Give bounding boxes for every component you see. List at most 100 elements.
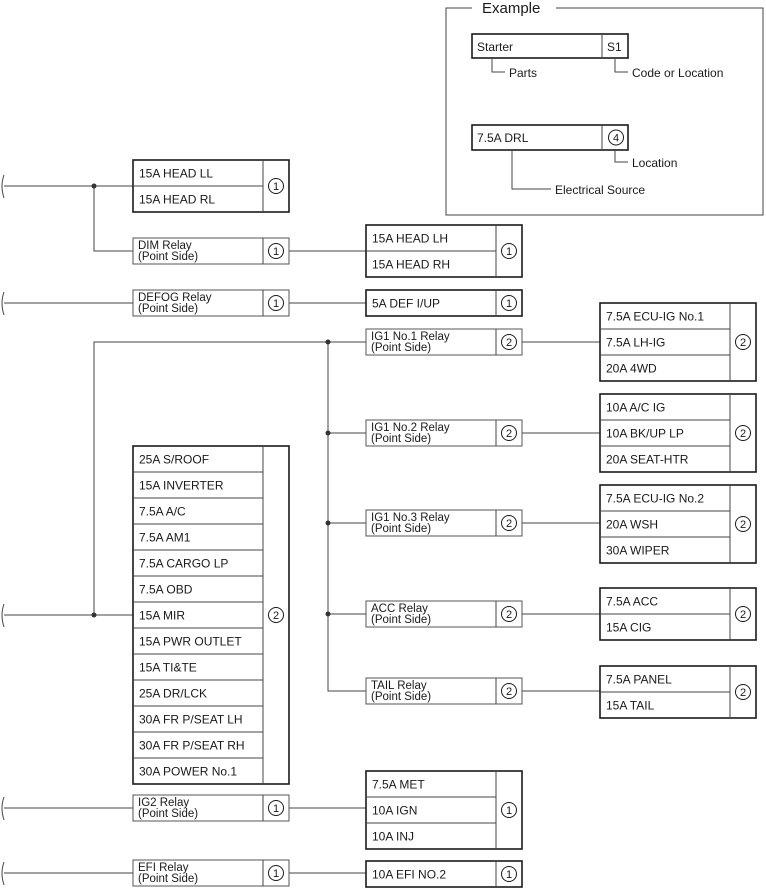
example-code-caption: Code or Location: [632, 66, 723, 80]
location-number: 2: [740, 337, 746, 349]
location-number: 2: [506, 518, 512, 530]
relay-side: (Point Side): [371, 691, 431, 703]
location-circle: [735, 334, 751, 350]
fuse-label: 7.5A LH-IG: [606, 336, 665, 350]
relay-efi: EFI Relay(Point Side) 1: [132, 859, 290, 887]
wire-break-2: [1, 291, 5, 316]
location-circle: [501, 683, 517, 699]
fuse-label: 10A BK/UP LP: [606, 427, 684, 441]
relay-name: TAIL Relay: [371, 680, 427, 692]
fuse-label: 15A TAIL: [606, 699, 655, 713]
example-drl-location: 4: [613, 133, 619, 145]
location-number: 2: [506, 686, 512, 698]
fuse-label: 30A WIPER: [606, 544, 670, 558]
fuse-label: 15A MIR: [139, 609, 185, 623]
fuse-label: 25A S/ROOF: [139, 453, 209, 467]
location-number: 2: [740, 519, 746, 531]
location-circle: [268, 295, 284, 311]
relay-name: EFI Relay: [138, 862, 189, 874]
relay-name: IG1 No.1 Relay: [371, 331, 450, 343]
fuse-label: 15A CIG: [606, 621, 651, 635]
location-circle: [735, 684, 751, 700]
junction-dot: [325, 520, 331, 526]
relay-ig2: IG2 Relay(Point Side)1: [132, 794, 290, 822]
example-location-circle: [608, 129, 624, 146]
location-circle: [268, 865, 284, 881]
fuse-group-def: 5A DEF I/UP 1: [365, 289, 523, 317]
fuse-label: 20A SEAT-HTR: [606, 453, 689, 467]
relay-side: (Point Side): [138, 303, 198, 315]
wire-ig-bus-feed: [93, 341, 366, 615]
wiring: [1, 174, 600, 886]
fuse-label: 30A FR P/SEAT RH: [139, 739, 245, 753]
relay-tail: TAIL Relay(Point Side) 2: [365, 677, 523, 705]
fuse-label: 15A HEAD RL: [139, 193, 215, 207]
wire-break-3: [1, 603, 5, 628]
location-circle: [501, 606, 517, 622]
location-circle: [735, 606, 751, 622]
fuse-label: 5A DEF I/UP: [372, 297, 440, 311]
location-circle: [268, 607, 284, 623]
location-number: 2: [506, 609, 512, 621]
relay-ig1-no3: IG1 No.3 Relay(Point Side)2: [365, 509, 523, 537]
fuse-label: 15A TI&TE: [139, 661, 197, 675]
example-title: Example: [482, 0, 540, 17]
location-number: 2: [506, 337, 512, 349]
relay-ig1-no1: IG1 No.1 Relay(Point Side)2: [365, 328, 523, 356]
location-circle: [501, 334, 517, 350]
wire-dim-branch: [93, 186, 133, 252]
fuse-label: 25A DR/LCK: [139, 687, 207, 701]
example-location-caption: Location: [632, 156, 677, 170]
example-parts-caption: Parts: [509, 66, 537, 80]
fuse-label: 7.5A ECU-IG No.1: [606, 310, 704, 324]
location-number: 2: [740, 609, 746, 621]
location-number: 1: [273, 868, 279, 880]
fuse-label: 7.5A AM1: [139, 531, 191, 545]
location-circle: [501, 802, 517, 818]
location-number: 1: [506, 298, 512, 310]
example-starter-code: S1: [607, 40, 622, 54]
location-number: 1: [506, 805, 512, 817]
location-circle: [735, 516, 751, 532]
location-circle: [501, 295, 517, 311]
example-legend: Example Starter S1 Parts Code or Locatio…: [445, 0, 764, 216]
example-frame: [445, 7, 764, 216]
location-number: 2: [273, 610, 279, 622]
relay-side: (Point Side): [138, 873, 198, 885]
example-parts-leader: [491, 58, 505, 73]
fuse-label: 7.5A MET: [372, 778, 425, 792]
fuse-label: 7.5A A/C: [139, 505, 186, 519]
relay-name: IG1 No.2 Relay: [371, 422, 450, 434]
example-code-leader: [614, 58, 628, 73]
location-number: 1: [273, 803, 279, 815]
junction-dot: [91, 183, 97, 189]
relay-dim: DIM Relay(Point Side)1: [132, 237, 290, 265]
relay-side: (Point Side): [371, 433, 431, 445]
wire-break-1: [1, 174, 5, 199]
location-number: 1: [273, 298, 279, 310]
wire-break-5: [1, 861, 5, 886]
location-circle: [501, 243, 517, 259]
relay-side: (Point Side): [138, 251, 198, 263]
junction-dot: [325, 339, 331, 345]
relay-acc: ACC Relay(Point Side)2: [365, 600, 523, 628]
fuse-label: 15A INVERTER: [139, 479, 224, 493]
example-location-leader: [614, 150, 628, 163]
fuse-label: 30A FR P/SEAT LH: [139, 713, 243, 727]
wire-relay-bus: [327, 342, 366, 692]
fuse-label: 10A INJ: [372, 830, 414, 844]
fuse-label: 10A EFI NO.2: [372, 868, 446, 882]
fuse-label: 15A HEAD LH: [372, 232, 448, 246]
relay-name: IG2 Relay: [138, 797, 189, 809]
example-source-caption: Electrical Source: [555, 183, 645, 197]
relay-ig1-no2: IG1 No.2 Relay(Point Side)2: [365, 419, 523, 447]
example-drl-label: 7.5A DRL: [477, 131, 529, 145]
